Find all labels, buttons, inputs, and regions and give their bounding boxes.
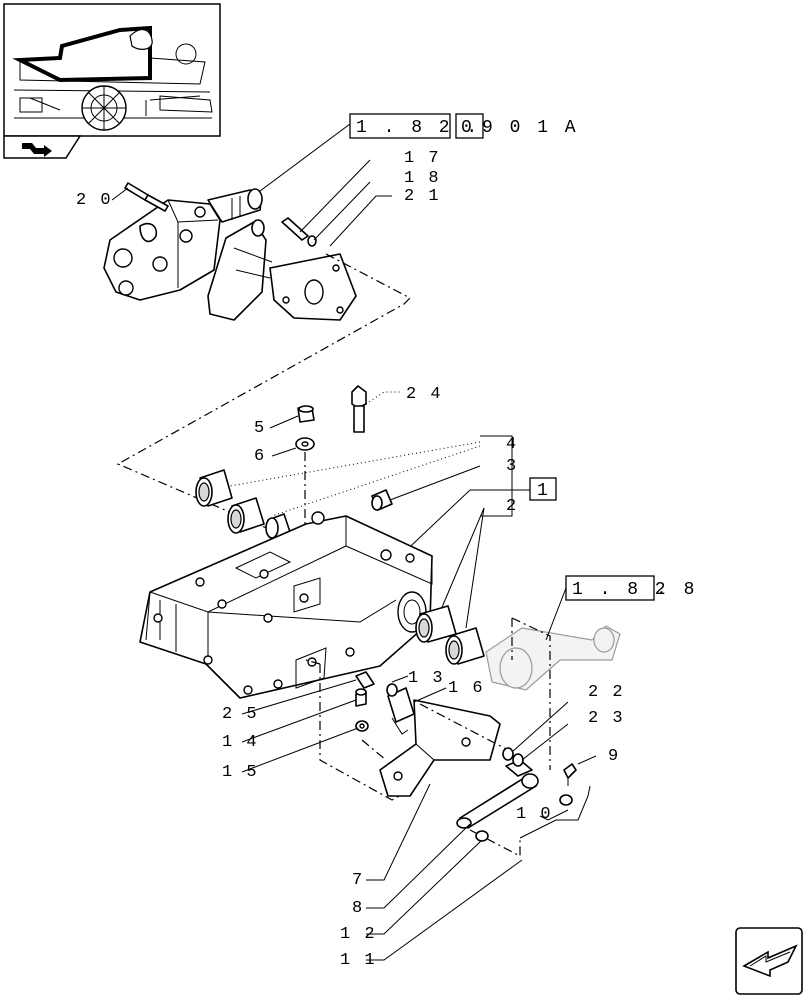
ref-right[interactable]: 1 . 8 2 . 8 — [565, 575, 697, 601]
ref-right-a: 1 . 8 2 — [572, 580, 669, 600]
ref-top-rest: 9 0 1 A — [482, 118, 579, 138]
bushing-3-part — [265, 513, 291, 539]
ref-top-b: 0 — [461, 118, 475, 138]
bushing-4-part — [195, 469, 233, 507]
washer-23-part — [512, 753, 524, 767]
label-15: 1 5 — [222, 763, 259, 782]
plug-5-part — [297, 405, 315, 423]
label-10: 1 0 — [516, 805, 553, 824]
label-20: 2 0 — [76, 191, 113, 210]
back-arrow-icon[interactable] — [735, 927, 803, 995]
label-2: 2 — [506, 497, 518, 516]
bracket-7-part — [379, 699, 501, 797]
clip-9-part — [563, 763, 577, 786]
pin-25-part — [355, 671, 375, 689]
ref-mid-text: 1 — [537, 481, 551, 501]
label-3: 3 — [506, 457, 518, 476]
bracket-21-part — [207, 219, 357, 321]
label-8: 8 — [352, 899, 364, 918]
bushing-4b-part — [227, 497, 265, 534]
label-22: 2 2 — [588, 683, 625, 702]
label-16: 1 6 — [448, 679, 485, 698]
washer-6-part — [295, 437, 315, 451]
label-13: 1 3 — [408, 669, 445, 688]
valve-body-part — [103, 188, 263, 301]
label-14: 1 4 — [222, 733, 259, 752]
washer-12-part — [475, 830, 489, 842]
label-11: 1 1 — [340, 951, 377, 970]
sensor-16-part — [387, 687, 415, 735]
screw-24-part — [351, 385, 367, 433]
lift-arm-ghost-part — [485, 625, 621, 691]
ref-mid[interactable]: 1 — [529, 477, 557, 501]
label-25: 2 5 — [222, 705, 259, 724]
bolt-14-part — [355, 688, 367, 707]
label-21: 2 1 — [404, 187, 441, 206]
bushing-2b-part — [445, 627, 485, 665]
nut-22-part — [502, 747, 514, 761]
label-5: 5 — [254, 419, 266, 438]
navigate-icon[interactable] — [3, 135, 82, 159]
overview-thumbnail[interactable] — [3, 3, 221, 137]
label-23: 2 3 — [588, 709, 625, 728]
screw-17-part — [281, 217, 317, 247]
plug-3-part — [371, 489, 393, 511]
label-9: 9 — [608, 747, 620, 766]
label-6: 6 — [254, 447, 266, 466]
label-4: 4 — [506, 435, 518, 454]
label-12: 1 2 — [340, 925, 377, 944]
label-17: 1 7 — [404, 149, 441, 168]
rod-10-part — [519, 785, 591, 839]
lift-housing-part — [139, 511, 433, 699]
label-24: 2 4 — [406, 385, 443, 404]
label-7: 7 — [352, 871, 364, 890]
lever-8-part — [456, 759, 539, 829]
ref-top-a: 1 . 8 2 . — [356, 118, 480, 138]
bushing-2a-part — [415, 605, 457, 643]
bolt-20-part — [124, 182, 169, 212]
ref-right-rest: . 8 — [656, 580, 697, 600]
nut-13-part — [386, 683, 398, 697]
ref-top[interactable]: 1 . 8 2 . 0 9 0 1 A — [349, 113, 579, 139]
label-18: 1 8 — [404, 169, 441, 188]
washer-15-part — [355, 720, 369, 732]
